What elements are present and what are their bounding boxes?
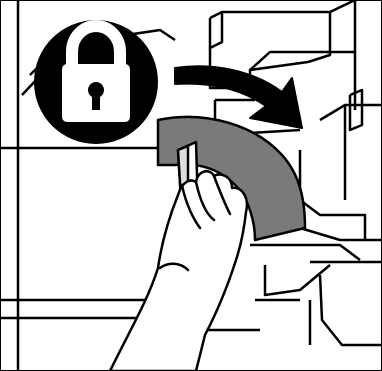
padlock-icon	[34, 20, 158, 144]
